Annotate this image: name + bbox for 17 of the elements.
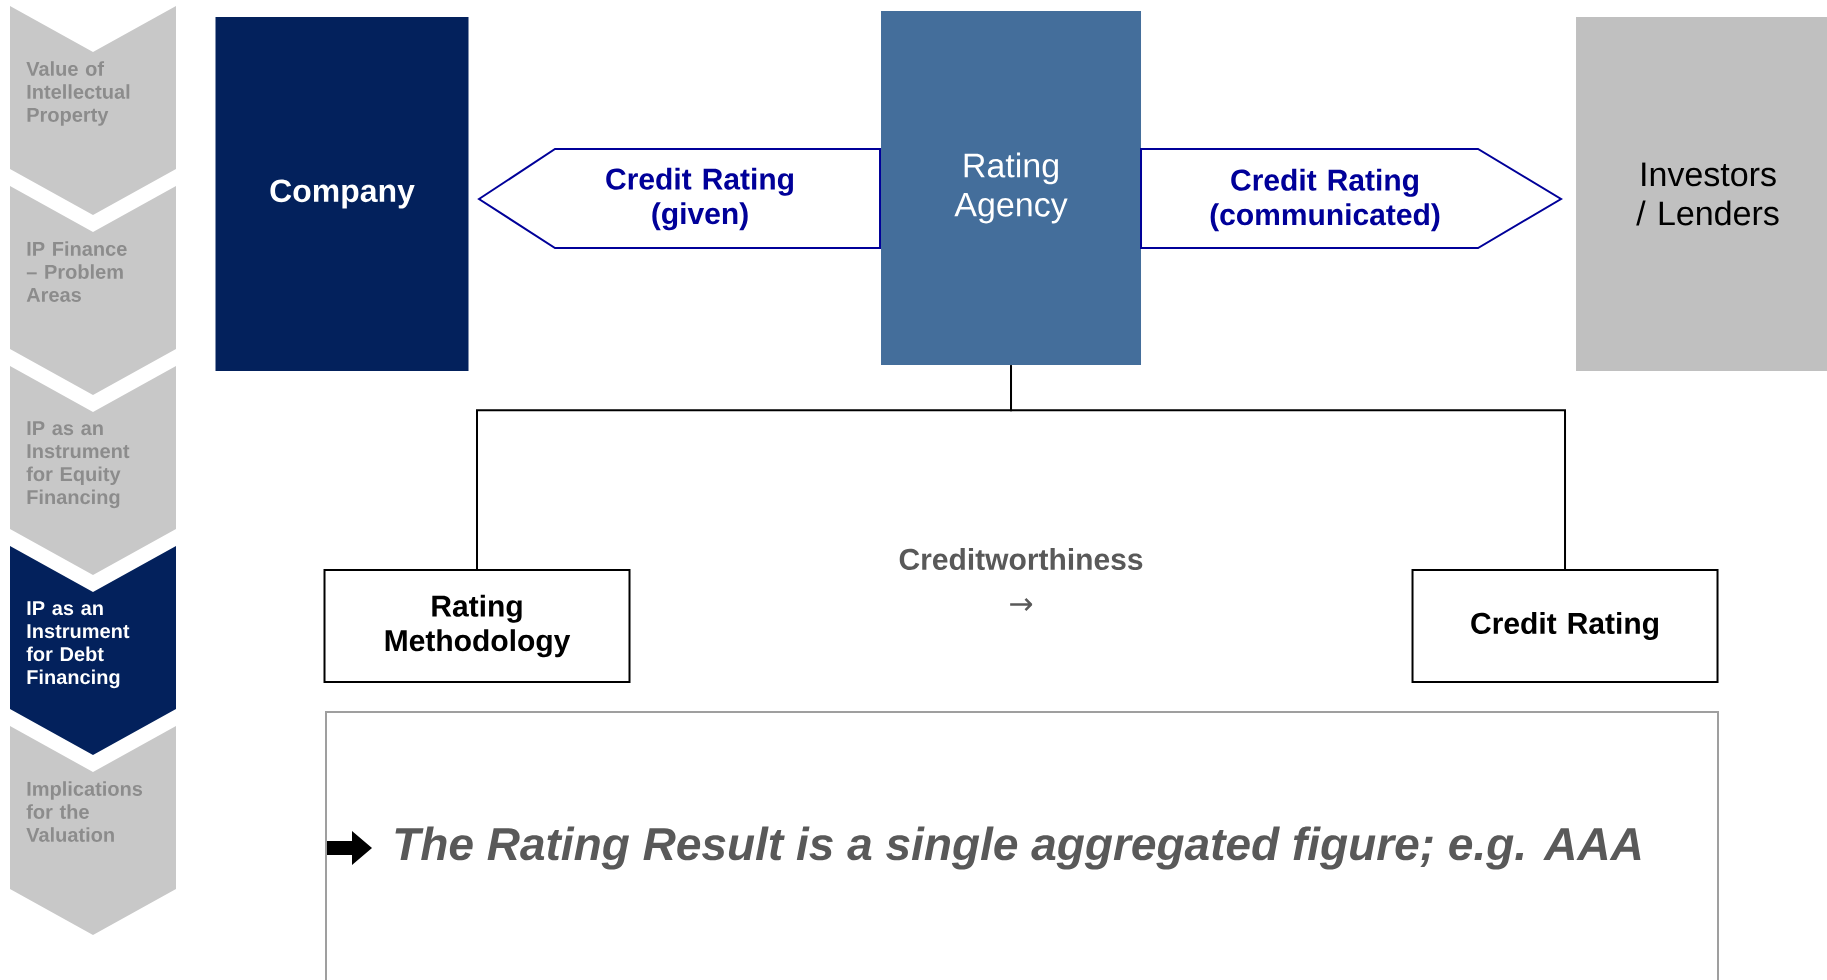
connector-line xyxy=(1010,364,1566,570)
chevron-step: Implications for the Valuation xyxy=(10,726,176,935)
node-label: IP as an Instrument for Equity Financing xyxy=(26,421,130,509)
chevron-step: IP as an Instrument for Equity Financing xyxy=(10,366,176,575)
node-label: IP Finance – Problem Areas xyxy=(26,241,127,302)
process-box: Credit Rating xyxy=(1411,569,1719,683)
label-text: Creditworthiness xyxy=(899,548,1143,571)
note-box: The Rating Result is a single aggregated figure; e.g. AAA xyxy=(325,711,1720,980)
chevron-step: Value of Intellectual Property xyxy=(10,6,176,215)
node-label: Value of Intellectual Property xyxy=(26,61,130,126)
chevron-step: IP Finance – Problem Areas xyxy=(10,186,176,395)
investors-box: Investors / Lenders xyxy=(1576,17,1827,371)
label-text: → xyxy=(1010,598,1033,611)
company-box: Company xyxy=(215,17,469,371)
process-box: Rating Methodology xyxy=(323,569,631,683)
chevron-step: IP as an Instrument for Debt Financing xyxy=(10,546,176,755)
agency-box: Rating Agency xyxy=(881,11,1141,365)
